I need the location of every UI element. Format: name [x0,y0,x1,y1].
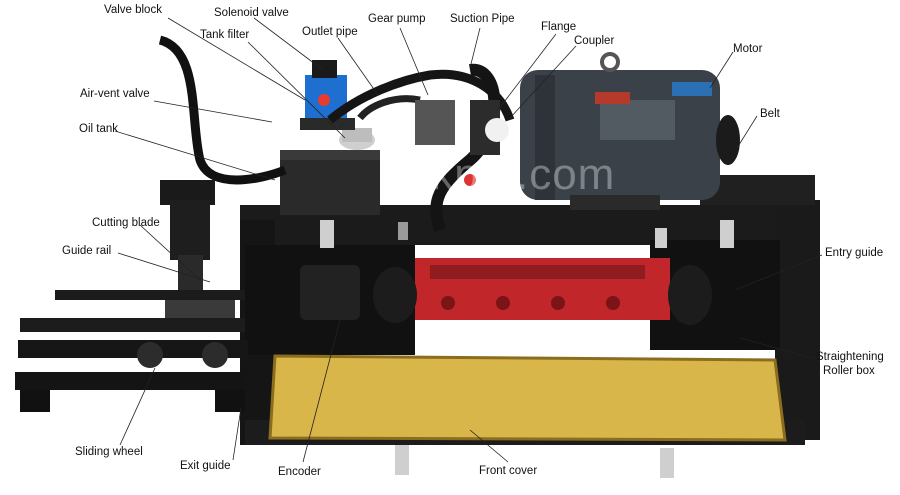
suction-pipe-shape [430,63,501,232]
label-suction-pipe: Suction Pipe [450,13,515,25]
sliding-wheel [137,342,163,368]
label-guide-rail: Guide rail [62,245,112,257]
label-sliding-wheel: Sliding wheel [75,446,143,458]
oil-tank [280,150,380,215]
label-outlet-pipe: Outlet pipe [302,26,358,38]
gear-pump [415,100,455,145]
label-exit-guide: Exit guide [180,460,231,472]
label-solenoid-valve: Solenoid valve [214,7,289,19]
guide-rail [15,290,248,412]
encoder [300,265,360,320]
label-straightening-line1: Straightening [816,351,884,363]
label-flange: Flange [541,21,577,33]
label-straightening-line2: Roller box [823,365,875,377]
label-entry-guide: Entry guide [825,247,884,259]
label-encoder: Encoder [278,466,321,478]
label-motor: Motor [733,43,763,55]
label-tank-filter: Tank filter [200,29,250,41]
label-cutting-blade: Cutting blade [92,217,160,229]
label-air-vent-valve: Air-vent valve [80,88,150,100]
label-valve-block: Valve block [104,4,162,16]
label-gear-pump: Gear pump [368,13,426,25]
leader-lines [114,17,823,463]
hydraulic-hose [158,35,287,185]
belt-pulley [716,115,740,165]
label-front-cover: Front cover [479,465,538,477]
motor [520,52,720,210]
label-oil-tank: Oil tank [79,123,118,135]
label-coupler: Coupler [574,35,615,47]
label-belt: Belt [760,108,780,120]
roller-box [373,258,712,325]
front-cover [268,354,787,442]
coupler [485,118,509,142]
watermark-text: lokpal.com [395,150,616,199]
